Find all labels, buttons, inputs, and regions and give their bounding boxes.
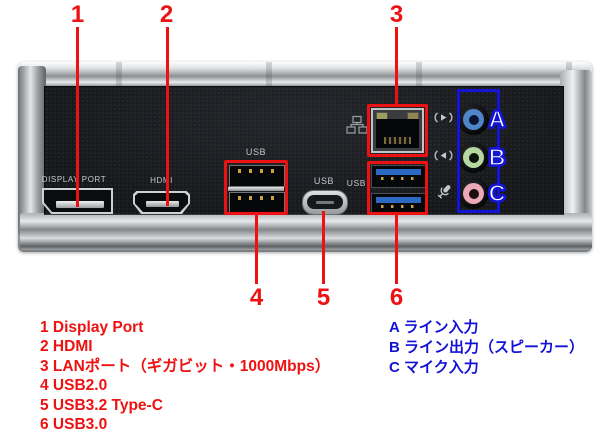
hdmi-opening: [135, 193, 188, 212]
line-in-jack-hole: [468, 114, 479, 125]
legend-item-usb3: 6 USB3.0: [40, 416, 108, 434]
callout-number-6: 6: [389, 284, 404, 311]
legend-item-mic-in: C マイク入力: [389, 358, 479, 376]
usb3-top-tongue: [376, 169, 421, 175]
displayport-label: DISPLAY PORT: [41, 175, 107, 184]
callout-line-3: [395, 27, 398, 105]
usb-type-c-port: [302, 190, 348, 215]
line-out-jack: [458, 142, 489, 173]
callout-line-4: [255, 215, 258, 284]
usb-type-c-tongue: [316, 201, 334, 204]
panel-bottom-rim: [20, 213, 592, 250]
legend-ports: 1 Display Port 2 HDMI 3 LANポート（ギガビット・100…: [40, 318, 330, 434]
legend-item-usb32-type-c: 5 USB3.2 Type-C: [40, 396, 163, 414]
callout-line-5: [322, 211, 325, 284]
usb-type-c-label: USB: [313, 176, 335, 186]
legend-audio: A ライン入力 B ライン出力（スピーカー） C マイク入力: [389, 318, 584, 377]
line-in-jack: [458, 104, 489, 135]
usb2-port-divider: [228, 186, 284, 191]
callout-line-2: [166, 27, 169, 206]
callout-number-5: 5: [316, 284, 331, 311]
usb2-highlight-box: [224, 160, 288, 215]
line-in-icon: [434, 112, 453, 123]
usb2-bottom-contacts: [238, 195, 276, 200]
legend-item-usb2: 4 USB2.0: [40, 377, 108, 395]
panel-left-bracket: [18, 66, 46, 236]
usb3-bottom-contacts: [381, 205, 416, 208]
audio-letter-b: B: [488, 144, 506, 170]
hdmi-label: HDMI: [150, 176, 173, 185]
audio-highlight-box: [457, 89, 500, 213]
callout-line-6: [395, 215, 398, 284]
callout-number-3: 3: [389, 1, 404, 28]
microphone-icon: [437, 185, 451, 199]
legend-item-hdmi: 2 HDMI: [40, 338, 93, 356]
callout-number-2: 2: [159, 1, 174, 28]
callout-number-4: 4: [249, 284, 264, 311]
usb3-top-contacts: [381, 177, 416, 180]
lan-network-icon: [346, 115, 368, 134]
callout-number-1: 1: [70, 1, 85, 28]
usb3-highlight-box: [367, 161, 428, 215]
mic-jack-hole: [468, 188, 479, 199]
usb-type-c-opening: [307, 195, 343, 209]
usb2-top-contacts: [238, 169, 276, 173]
displayport-slot: [56, 201, 104, 208]
panel-top-rim: [20, 62, 590, 88]
line-out-jack-hole: [468, 152, 479, 163]
usb3-port-top: [371, 165, 426, 188]
line-out-icon: [434, 150, 453, 161]
lan-port: [371, 108, 424, 153]
audio-letter-a: A: [488, 106, 506, 132]
mic-jack: [458, 178, 489, 209]
hdmi-slot: [146, 201, 179, 207]
usb3-bottom-tongue: [376, 197, 421, 203]
legend-item-displayport: 1 Display Port: [40, 319, 144, 336]
audio-letter-c: C: [488, 180, 506, 206]
hdmi-port: [133, 191, 190, 214]
lan-highlight-box: [367, 104, 428, 157]
legend-item-line-in: A ライン入力: [389, 319, 479, 336]
lan-opening: [376, 119, 419, 148]
usb3-label: USB: [346, 178, 366, 188]
callout-line-1: [76, 27, 79, 207]
legend-item-lan: 3 LANポート（ギガビット・1000Mbps）: [40, 357, 331, 375]
legend-item-line-out: B ライン出力（スピーカー）: [389, 338, 585, 356]
lan-contacts: [384, 137, 411, 144]
usb2-label: USB: [245, 147, 267, 157]
